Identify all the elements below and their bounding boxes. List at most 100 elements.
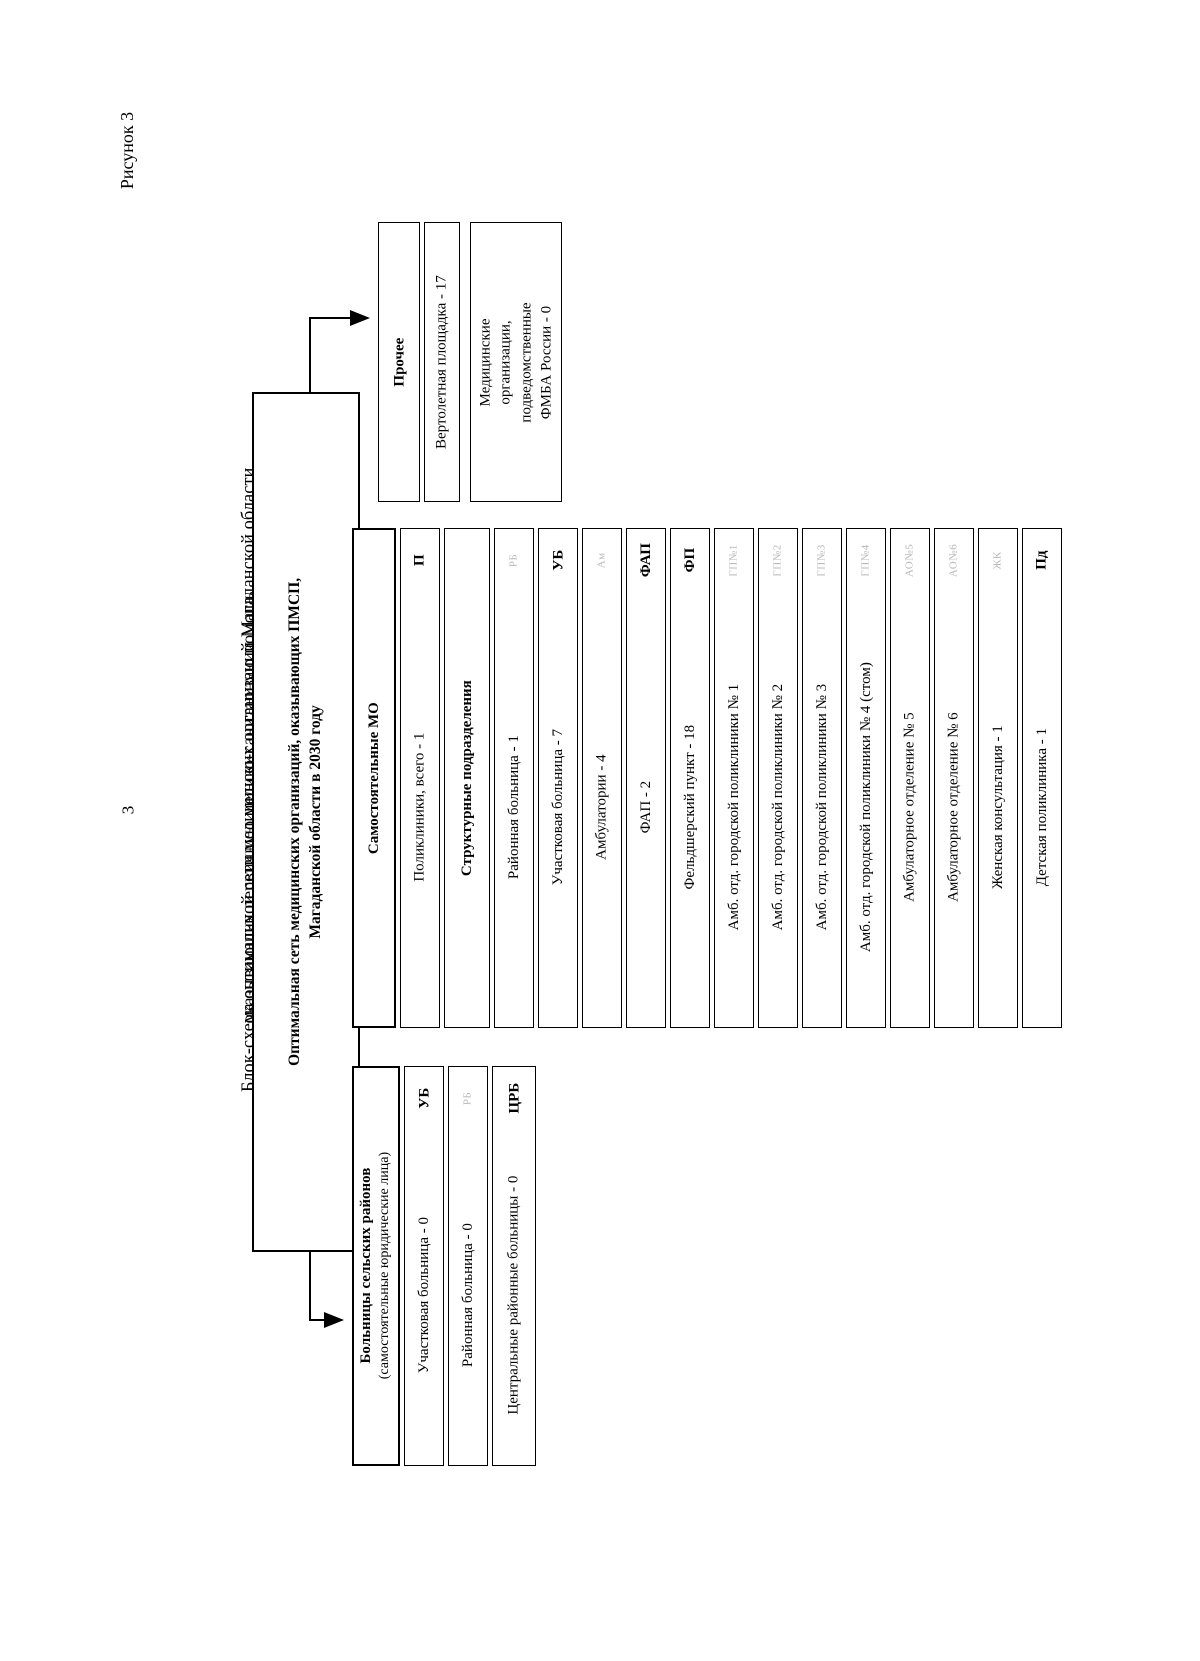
- structural-row-ambulatories-code: Ам: [595, 552, 608, 568]
- central-root-box-text: Оптимальная сеть медицинских организаций…: [285, 578, 327, 1066]
- structural-row-feldsher-point: ФП Фельдшерский пункт - 18: [670, 528, 710, 1028]
- rural-row-uchastkovaya-hospital: УБ Участковая больница - 0: [404, 1066, 444, 1466]
- structural-row-city-polyclinic-1-label: Амб. отд. городской поликлиники № 1: [725, 683, 742, 931]
- structural-row-city-polyclinic-3: ГП№3 Амб. отд. городской поликлиники № 3: [802, 528, 842, 1028]
- structural-row-ambulatory-dept-5-code-wrap: АО№5: [891, 533, 929, 587]
- rural-row-uchastkovaya-hospital-label: Участковая больница - 0: [415, 1216, 432, 1374]
- structural-row-ambulatory-dept-5: АО№5 Амбулаторное отделение № 5: [890, 528, 930, 1028]
- structural-row-ambulatories-label: Амбулатории - 4: [593, 754, 610, 860]
- rural-hospitals-header-box: Больницы сельских районов (самостоятельн…: [352, 1066, 400, 1466]
- structural-row-city-polyclinic-1: ГП№1 Амб. отд. городской поликлиники № 1: [714, 528, 754, 1028]
- structural-row-uchastkovaya-hospital: УБ Участковая больница - 7: [538, 528, 578, 1028]
- structural-row-city-polyclinic-4-stom-code-wrap: ГП№4: [847, 533, 885, 587]
- other-item-heliport-inner: Вертолетная площадка - 17: [425, 223, 459, 501]
- structural-row-city-polyclinic-1-code-wrap: ГП№1: [715, 533, 753, 587]
- structural-row-city-polyclinic-3-textwrap: Амб. отд. городской поликлиники № 3: [803, 587, 841, 1027]
- structural-row-feldsher-point-label: Фельдшерский пункт - 18: [681, 724, 698, 890]
- structural-row-ambulatory-dept-5-label: Амбулаторное отделение № 5: [901, 712, 918, 902]
- structural-row-city-polyclinic-2-code: ГП№2: [771, 543, 784, 577]
- structural-row-childrens-polyclinic-label: Детская поликлиника - 1: [1033, 727, 1050, 887]
- central-root-line-2: Магаданской области в 2030 году: [307, 705, 324, 939]
- rural-row-district-hospital-code-wrap: РБ: [449, 1071, 487, 1125]
- structural-row-city-polyclinic-2-code-wrap: ГП№2: [759, 533, 797, 587]
- rural-row-uchastkovaya-hospital-textwrap: Участковая больница - 0: [405, 1125, 443, 1465]
- other-item-fmba-text: Медицинские организации, подведомственны…: [477, 301, 555, 423]
- rural-row-district-hospital-label: Районная больница - 0: [459, 1223, 476, 1367]
- structural-row-fap-code: ФАП: [637, 542, 654, 578]
- structural-row-ambulatory-dept-6-textwrap: Амбулаторное отделение № 6: [935, 587, 973, 1027]
- structural-row-city-polyclinic-2: ГП№2 Амб. отд. городской поликлиники № 2: [758, 528, 798, 1028]
- structural-row-childrens-polyclinic-code-wrap: Пд: [1023, 533, 1061, 587]
- other-group-header-box: Прочее: [378, 222, 420, 502]
- rural-hospitals-header-line-2: (самостоятельные юридические лица): [377, 1152, 393, 1380]
- independent-mo-header-inner: Самостоятельные МО: [354, 530, 394, 1026]
- structural-row-city-polyclinic-4-stom-textwrap: Амб. отд. городской поликлиники № 4 (сто…: [847, 587, 885, 1027]
- structural-row-ambulatories-textwrap: Амбулатории - 4: [583, 587, 621, 1027]
- structural-row-district-hospital-code: РБ: [507, 553, 520, 567]
- rural-row-central-district-hospitals-textwrap: Центральные районные больницы - 0: [493, 1125, 535, 1465]
- rural-row-uchastkovaya-hospital-code: УБ: [415, 1087, 432, 1109]
- structural-row-ambulatory-dept-5-textwrap: Амбулаторное отделение № 5: [891, 587, 929, 1027]
- figure-caption-text: Рисунок 3: [117, 111, 138, 189]
- structural-row-uchastkovaya-hospital-code-wrap: УБ: [539, 533, 577, 587]
- rural-row-district-hospital-textwrap: Районная больница - 0: [449, 1125, 487, 1465]
- structural-row-feldsher-point-textwrap: Фельдшерский пункт - 18: [671, 587, 709, 1027]
- rural-row-central-district-hospitals-code: ЦРБ: [505, 1082, 522, 1114]
- central-root-line-1: Оптимальная сеть медицинских организаций…: [286, 578, 304, 1066]
- structural-row-uchastkovaya-hospital-label: Участковая больница - 7: [549, 728, 566, 886]
- rural-row-district-hospital-code: РБ: [461, 1091, 474, 1105]
- structural-row-uchastkovaya-hospital-textwrap: Участковая больница - 7: [539, 587, 577, 1027]
- structural-row-womens-consultation: ЖК Женская консультация - 1: [978, 528, 1018, 1028]
- structural-row-fap-code-wrap: ФАП: [627, 533, 665, 587]
- structural-row-uchastkovaya-hospital-code: УБ: [549, 549, 566, 571]
- independent-mo-header-text: Самостоятельные МО: [365, 702, 382, 854]
- structural-row-city-polyclinic-4-stom-code: ГП№4: [859, 543, 872, 577]
- rural-hospitals-header-line-1: Больницы сельских районов: [358, 1168, 375, 1364]
- structural-row-city-polyclinic-4-stom-label: Амб. отд. городской поликлиники № 4 (сто…: [857, 662, 874, 952]
- other-item-fmba: Медицинские организации, подведомственны…: [470, 222, 562, 502]
- rural-row-district-hospital: РБ Районная больница - 0: [448, 1066, 488, 1466]
- structural-row-feldsher-point-code: ФП: [681, 547, 698, 573]
- structural-row-fap: ФАП ФАП - 2: [626, 528, 666, 1028]
- structural-units-header-box: Структурные подразделения: [444, 528, 490, 1028]
- structural-row-fap-label: ФАП - 2: [637, 780, 654, 834]
- rural-hospitals-header-inner: Больницы сельских районов (самостоятельн…: [354, 1068, 398, 1464]
- structural-units-header-inner: Структурные подразделения: [445, 529, 489, 1027]
- figure-caption: Рисунок 3: [100, 85, 156, 215]
- structural-row-ambulatories: Ам Амбулатории - 4: [582, 528, 622, 1028]
- structural-row-feldsher-point-code-wrap: ФП: [671, 533, 709, 587]
- structural-row-city-polyclinic-2-label: Амб. отд. городской поликлиники № 2: [769, 683, 786, 931]
- mo-row-polyclinics-total-label: Поликлиники, всего - 1: [411, 732, 428, 882]
- central-root-box: Оптимальная сеть медицинских организаций…: [252, 392, 360, 1252]
- structural-row-district-hospital-code-wrap: РБ: [495, 533, 533, 587]
- mo-row-polyclinics-total-code: П: [411, 554, 428, 566]
- structural-row-fap-textwrap: ФАП - 2: [627, 587, 665, 1027]
- structural-row-city-polyclinic-3-code-wrap: ГП№3: [803, 533, 841, 587]
- structural-row-city-polyclinic-2-textwrap: Амб. отд. городской поликлиники № 2: [759, 587, 797, 1027]
- structural-row-ambulatory-dept-6-code-wrap: АО№6: [935, 533, 973, 587]
- rural-row-central-district-hospitals: ЦРБ Центральные районные больницы - 0: [492, 1066, 536, 1466]
- structural-row-city-polyclinic-1-code: ГП№1: [727, 543, 740, 577]
- structural-row-district-hospital: РБ Районная больница - 1: [494, 528, 534, 1028]
- structural-row-childrens-polyclinic-code: Пд: [1033, 550, 1050, 570]
- central-root-box-inner: Оптимальная сеть медицинских организаций…: [254, 394, 358, 1250]
- other-item-heliport: Вертолетная площадка - 17: [424, 222, 460, 502]
- structural-row-childrens-polyclinic: Пд Детская поликлиника - 1: [1022, 528, 1062, 1028]
- structural-row-city-polyclinic-1-textwrap: Амб. отд. городской поликлиники № 1: [715, 587, 753, 1027]
- structural-row-city-polyclinic-4-stom: ГП№4 Амб. отд. городской поликлиники № 4…: [846, 528, 886, 1028]
- rural-hospitals-header-text: Больницы сельских районов (самостоятельн…: [356, 1152, 395, 1379]
- rural-row-central-district-hospitals-code-wrap: ЦРБ: [493, 1071, 535, 1125]
- independent-mo-header-box: Самостоятельные МО: [352, 528, 396, 1028]
- structural-row-district-hospital-label: Районная больница - 1: [505, 735, 522, 879]
- mo-row-polyclinics-total: П Поликлиники, всего - 1: [400, 528, 440, 1028]
- structural-row-childrens-polyclinic-textwrap: Детская поликлиника - 1: [1023, 587, 1061, 1027]
- structural-units-header-text: Структурные подразделения: [458, 680, 475, 876]
- structural-row-district-hospital-textwrap: Районная больница - 1: [495, 587, 533, 1027]
- other-group-header-inner: Прочее: [379, 223, 419, 501]
- mo-row-polyclinics-total-textwrap: Поликлиники, всего - 1: [401, 587, 439, 1027]
- structural-row-ambulatories-code-wrap: Ам: [583, 533, 621, 587]
- structural-row-ambulatory-dept-6-code: АО№6: [947, 543, 960, 577]
- structural-row-ambulatory-dept-5-code: АО№5: [903, 543, 916, 577]
- structural-row-city-polyclinic-3-code: ГП№3: [815, 543, 828, 577]
